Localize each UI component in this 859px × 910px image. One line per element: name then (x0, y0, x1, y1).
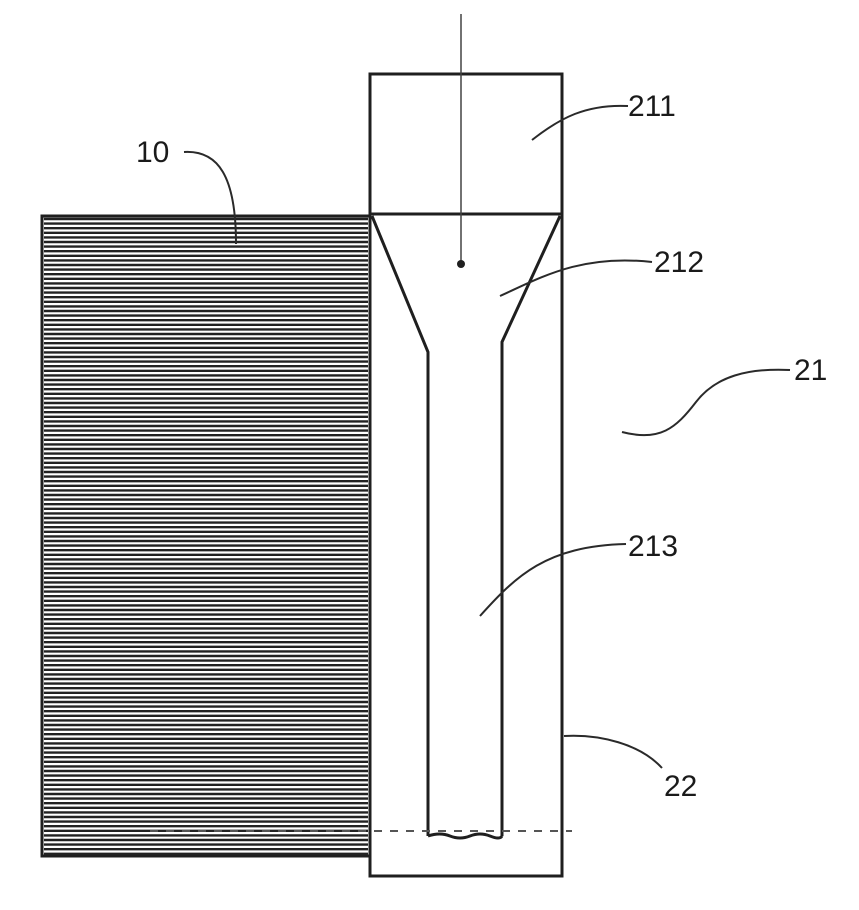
funnel-right-wall (502, 216, 560, 836)
label-21: 21 (794, 354, 827, 387)
label-10: 10 (136, 136, 169, 169)
leader-211 (532, 106, 628, 140)
housing-22 (370, 74, 562, 876)
label-22: 22 (664, 770, 697, 803)
label-213: 213 (628, 530, 678, 563)
label-212: 212 (654, 246, 704, 279)
funnel-left-wall (372, 216, 428, 836)
leader-21 (622, 370, 790, 436)
channel-bottom (428, 834, 502, 838)
leader-22 (564, 736, 662, 768)
axis-dot (457, 260, 465, 268)
funnel-channel (372, 216, 560, 838)
leader-212 (500, 260, 652, 296)
label-211: 211 (628, 90, 676, 123)
housing-outline (370, 74, 562, 876)
plate-stack-10 (42, 216, 370, 856)
